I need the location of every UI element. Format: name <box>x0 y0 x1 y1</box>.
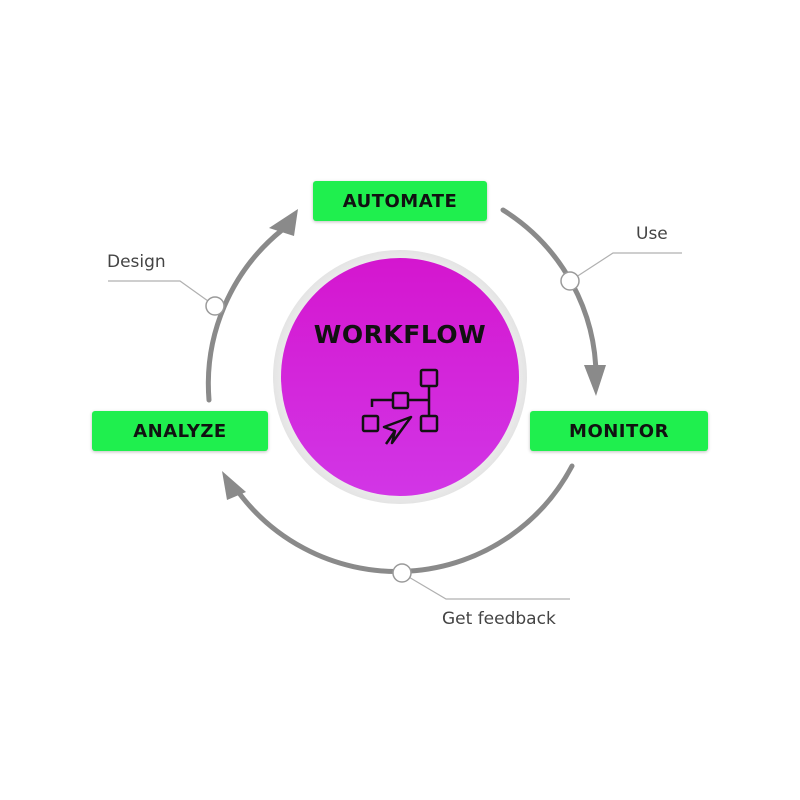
arrowhead-upright-icon <box>269 209 298 236</box>
arrowhead-upleft-icon <box>222 471 246 500</box>
stage-analyze: ANALYZE <box>92 411 268 451</box>
callout-line-design <box>108 280 216 307</box>
center-disc <box>281 258 519 496</box>
stage-automate: AUTOMATE <box>313 181 487 221</box>
arc-analyze-to-automate <box>205 227 285 403</box>
stage-monitor: MONITOR <box>530 411 708 451</box>
callout-line-use <box>569 252 682 282</box>
arrowhead-down-icon <box>584 365 606 396</box>
workflow-flowchart-icon <box>361 368 439 445</box>
center-title: WORKFLOW <box>313 320 487 349</box>
node-use <box>560 271 580 291</box>
callout-line-feedback <box>401 572 570 600</box>
node-design <box>205 296 225 316</box>
transition-label-use: Use <box>636 224 668 244</box>
transition-label-feedback: Get feedback <box>442 609 556 629</box>
transition-label-design: Design <box>107 252 166 272</box>
node-feedback <box>392 563 412 583</box>
